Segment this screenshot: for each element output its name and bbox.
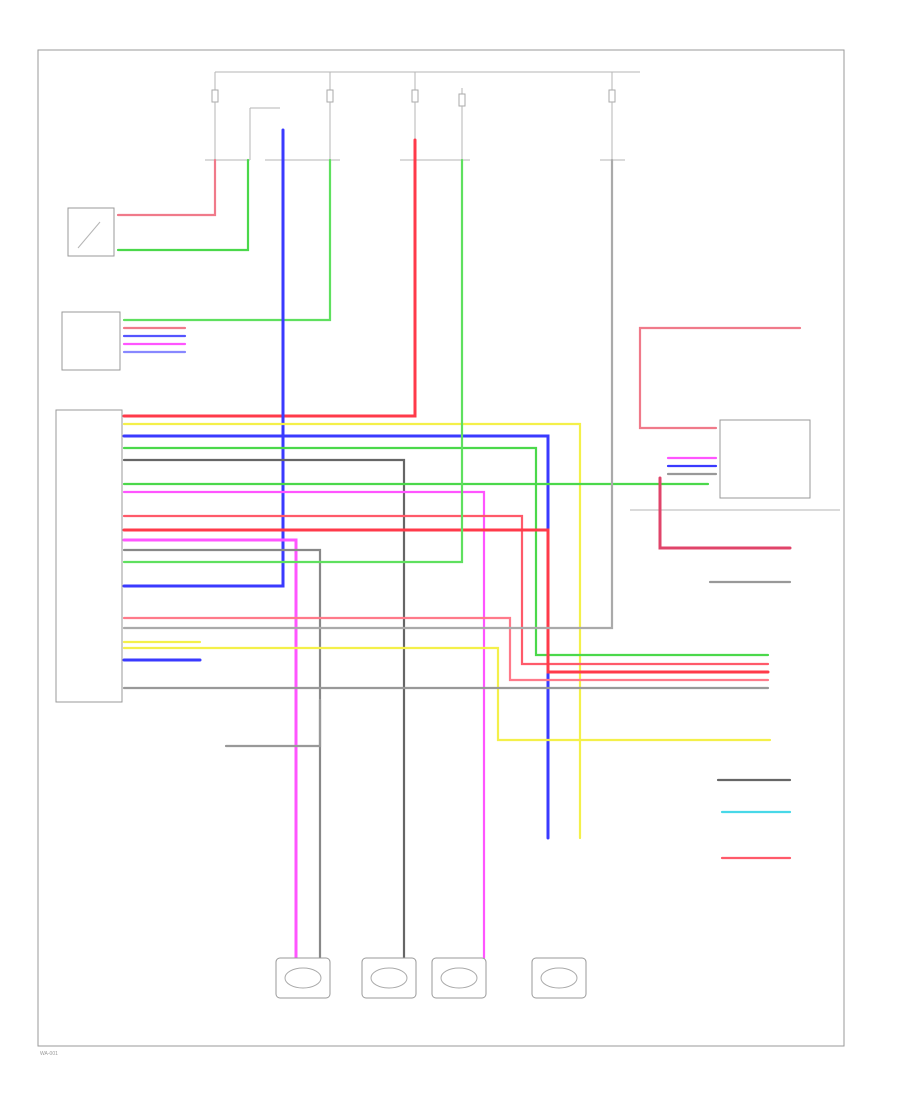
fuse-2-icon [326, 89, 334, 103]
wire-harness [116, 128, 802, 960]
control-module-box [55, 409, 123, 703]
wheel-sensors [275, 957, 587, 999]
right-module-box [719, 419, 811, 499]
sensor-4 [531, 957, 587, 999]
footer-code: WA-001 [40, 1051, 58, 1057]
power-sources [205, 71, 640, 161]
fuse-3-icon [411, 89, 419, 103]
fuse-4-icon [458, 93, 466, 107]
fuse-1-icon [211, 89, 219, 103]
sensor-3 [431, 957, 487, 999]
sensor-2 [361, 957, 417, 999]
fuse-5-icon [608, 89, 616, 103]
sensor-component-box [61, 311, 121, 371]
diagram-frame [37, 49, 845, 1047]
sensor-1 [275, 957, 331, 999]
